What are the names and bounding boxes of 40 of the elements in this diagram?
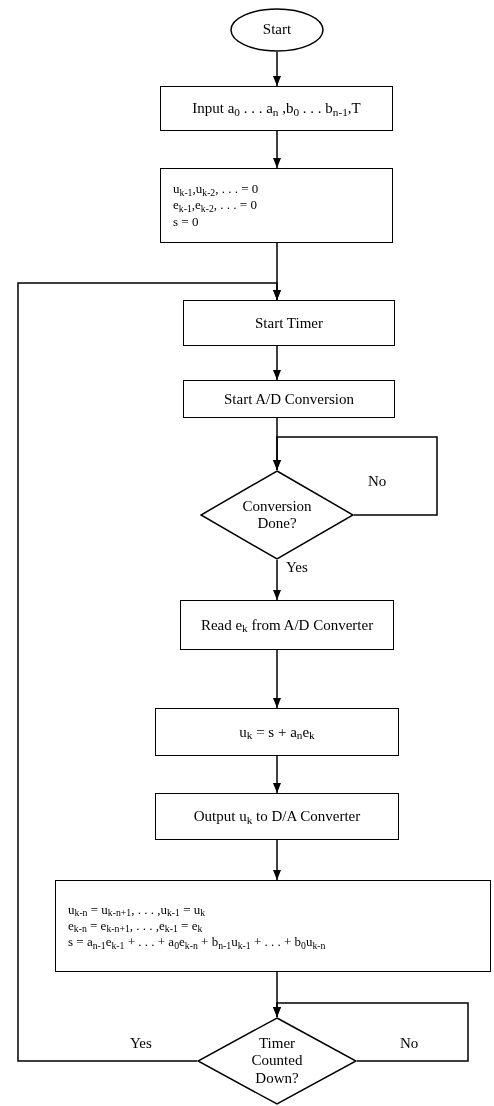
process-box [180,600,394,650]
decision-diamond [200,470,354,560]
arrow [273,51,281,87]
arrow [273,649,281,709]
arrow [273,436,438,516]
process-box [183,300,395,346]
decision-diamond [197,1017,357,1105]
decision-label: Timer Counted Down? [250,1035,304,1087]
arrow [273,345,281,381]
edge-label: Yes [128,1036,154,1051]
terminal-label: Start [262,21,292,39]
terminal-oval [230,8,324,52]
process-box [183,380,395,418]
arrow [273,839,281,881]
edge-label: No [398,1036,421,1051]
process-text: e$_{k-n}$ = e$_{k-n+1}$, . . . ,e$_{k-1}$ = e$_{k}$ [68,917,203,935]
process-text: s = 0 [173,213,199,230]
process-text: s = a$_{n-1}$e$_{k-1}$ + . . . + a$_{0}$e$_{k-n}$ + b$_{n-1}$u$_{k-1}$ + . . . + b$_{0}$u$_{k-n}$ [68,934,326,951]
arrow [273,755,281,794]
decision-label: Conversion Done? [241,497,313,533]
process-text: Start Timer [255,313,323,333]
process-text: Output u$_{k}$ to D/A Converter [193,807,361,826]
process-text: Read e$_{k}$ from A/D Converter [200,615,374,635]
process-text: Start A/D Conversion [224,389,354,409]
arrow [273,1002,469,1062]
process-box [160,168,393,243]
process-text: u$_{k}$ = s + a$_{n}$e$_{k}$ [239,722,315,742]
edge-label: No [366,474,389,489]
process-text: Input a$_{0}$ . . . a$_{n}$ ,b$_{0}$ . . . b$_{n-1}$,T [192,99,361,118]
arrow [273,559,281,601]
process-box [155,708,399,756]
process-text: u$_{k-n}$ = u$_{k-n+1}$, . . . ,u$_{k-1}$ = u$_{k}$ [68,901,206,918]
process-text: e$_{k-1}$,e$_{k-2}$, . . . = 0 [173,197,257,214]
edge-label: Yes [284,560,310,575]
arrow [273,130,281,169]
process-box [55,880,491,972]
arrow [17,282,281,1062]
process-box [160,86,393,131]
process-box [155,793,399,840]
process-text: u$_{k-1}$,u$_{k-2}$, . . . = 0 [173,181,259,198]
